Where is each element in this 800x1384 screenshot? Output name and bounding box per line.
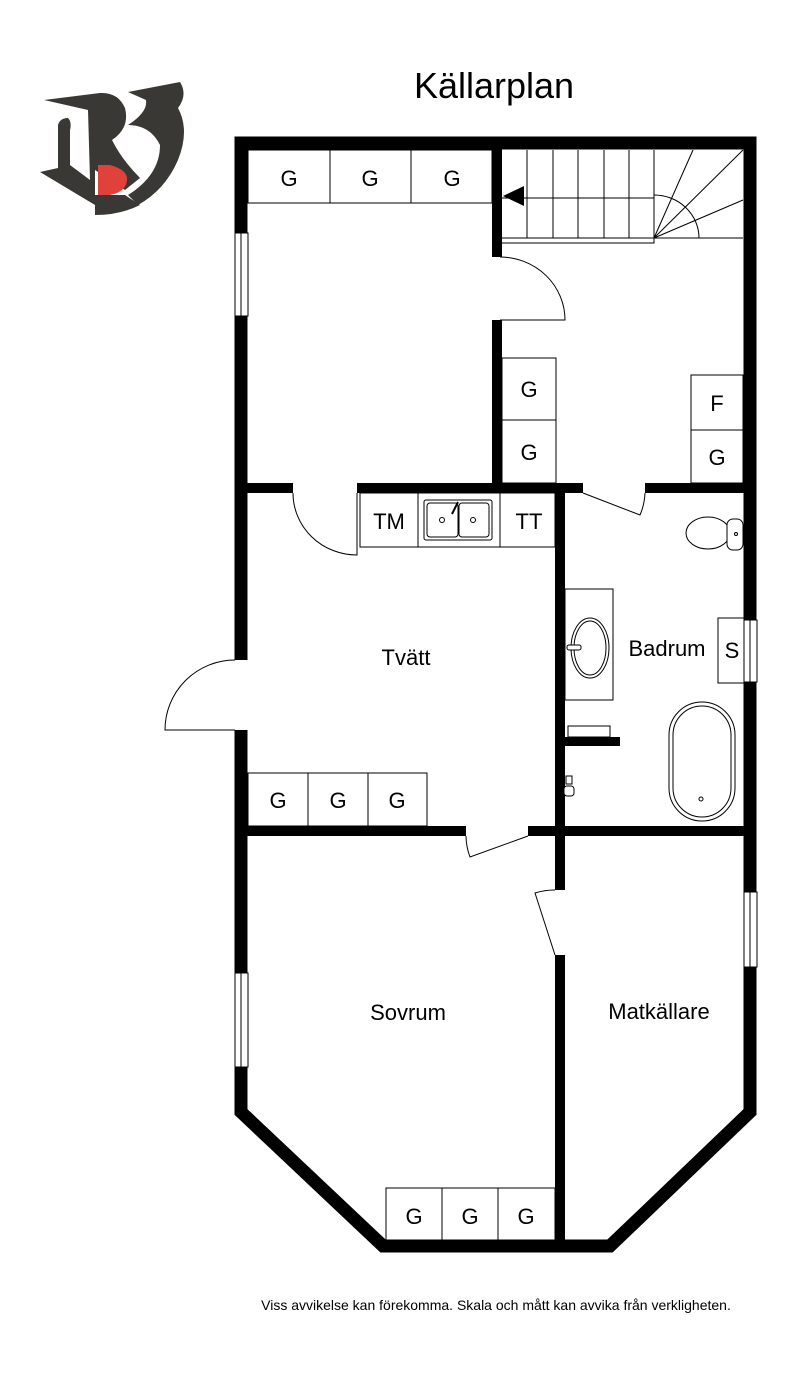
door-sovrum	[465, 835, 529, 858]
cabinet-label: G	[329, 788, 346, 813]
shower-mixer-icon	[563, 775, 575, 797]
cabinet-label: G	[280, 166, 297, 191]
window-right-matkallare	[743, 891, 758, 968]
disclaimer: Viss avvikelse kan förekomma. Skala och …	[261, 1297, 731, 1313]
door-exterior	[164, 659, 236, 731]
bath-cabinet: S	[717, 617, 745, 684]
cabinet-label: G	[361, 166, 378, 191]
cabinet-label: G	[405, 1204, 422, 1229]
room-label-badrum: Badrum	[628, 636, 705, 661]
room-label-matkallare: Matkällare	[608, 999, 709, 1024]
door-hall	[499, 256, 566, 321]
windows	[234, 232, 758, 1068]
staircase	[502, 149, 744, 244]
sovrum-cabinets: G G G	[385, 1187, 556, 1241]
tvatt-cabinets: G G G	[247, 772, 428, 827]
outer-walls	[234, 136, 757, 1253]
door-badrum	[582, 492, 646, 516]
laundry-counter: TM TT	[359, 492, 556, 548]
room-label-sovrum: Sovrum	[370, 1000, 446, 1025]
window-right-badrum	[743, 619, 758, 683]
logo	[40, 82, 184, 215]
hall-cabinets: G G	[501, 357, 557, 484]
double-sink-icon	[423, 499, 493, 541]
cabinet-label: G	[443, 166, 460, 191]
door-tvatt-top	[292, 492, 358, 556]
window-left-top	[234, 232, 249, 317]
toilet-icon	[685, 516, 744, 551]
doors	[164, 256, 646, 956]
right-cabinets: F G	[690, 374, 744, 484]
cabinet-label: G	[269, 788, 286, 813]
cabinet-label: G	[708, 445, 725, 470]
window-left-sovrum	[234, 972, 249, 1068]
stair-arrow-icon	[503, 186, 524, 206]
bathtub-icon	[668, 701, 736, 822]
cabinet-label: G	[520, 440, 537, 465]
washer-label: TM	[373, 509, 405, 534]
cabinet-label: G	[388, 788, 405, 813]
interior-walls	[247, 148, 745, 1246]
bathroom-fixtures: S	[563, 516, 745, 822]
door-matkallare	[534, 889, 556, 956]
dryer-label: TT	[516, 509, 543, 534]
top-cabinets: G G G	[247, 149, 493, 204]
cabinet-label: G	[461, 1204, 478, 1229]
washbasin-icon	[566, 617, 610, 679]
cabinet-label: G	[520, 377, 537, 402]
room-label-tvatt: Tvätt	[382, 645, 431, 670]
plan-title: Källarplan	[414, 65, 574, 106]
freezer-label: F	[710, 391, 723, 416]
cabinet-label: G	[517, 1204, 534, 1229]
bath-cabinet-label: S	[725, 638, 740, 663]
